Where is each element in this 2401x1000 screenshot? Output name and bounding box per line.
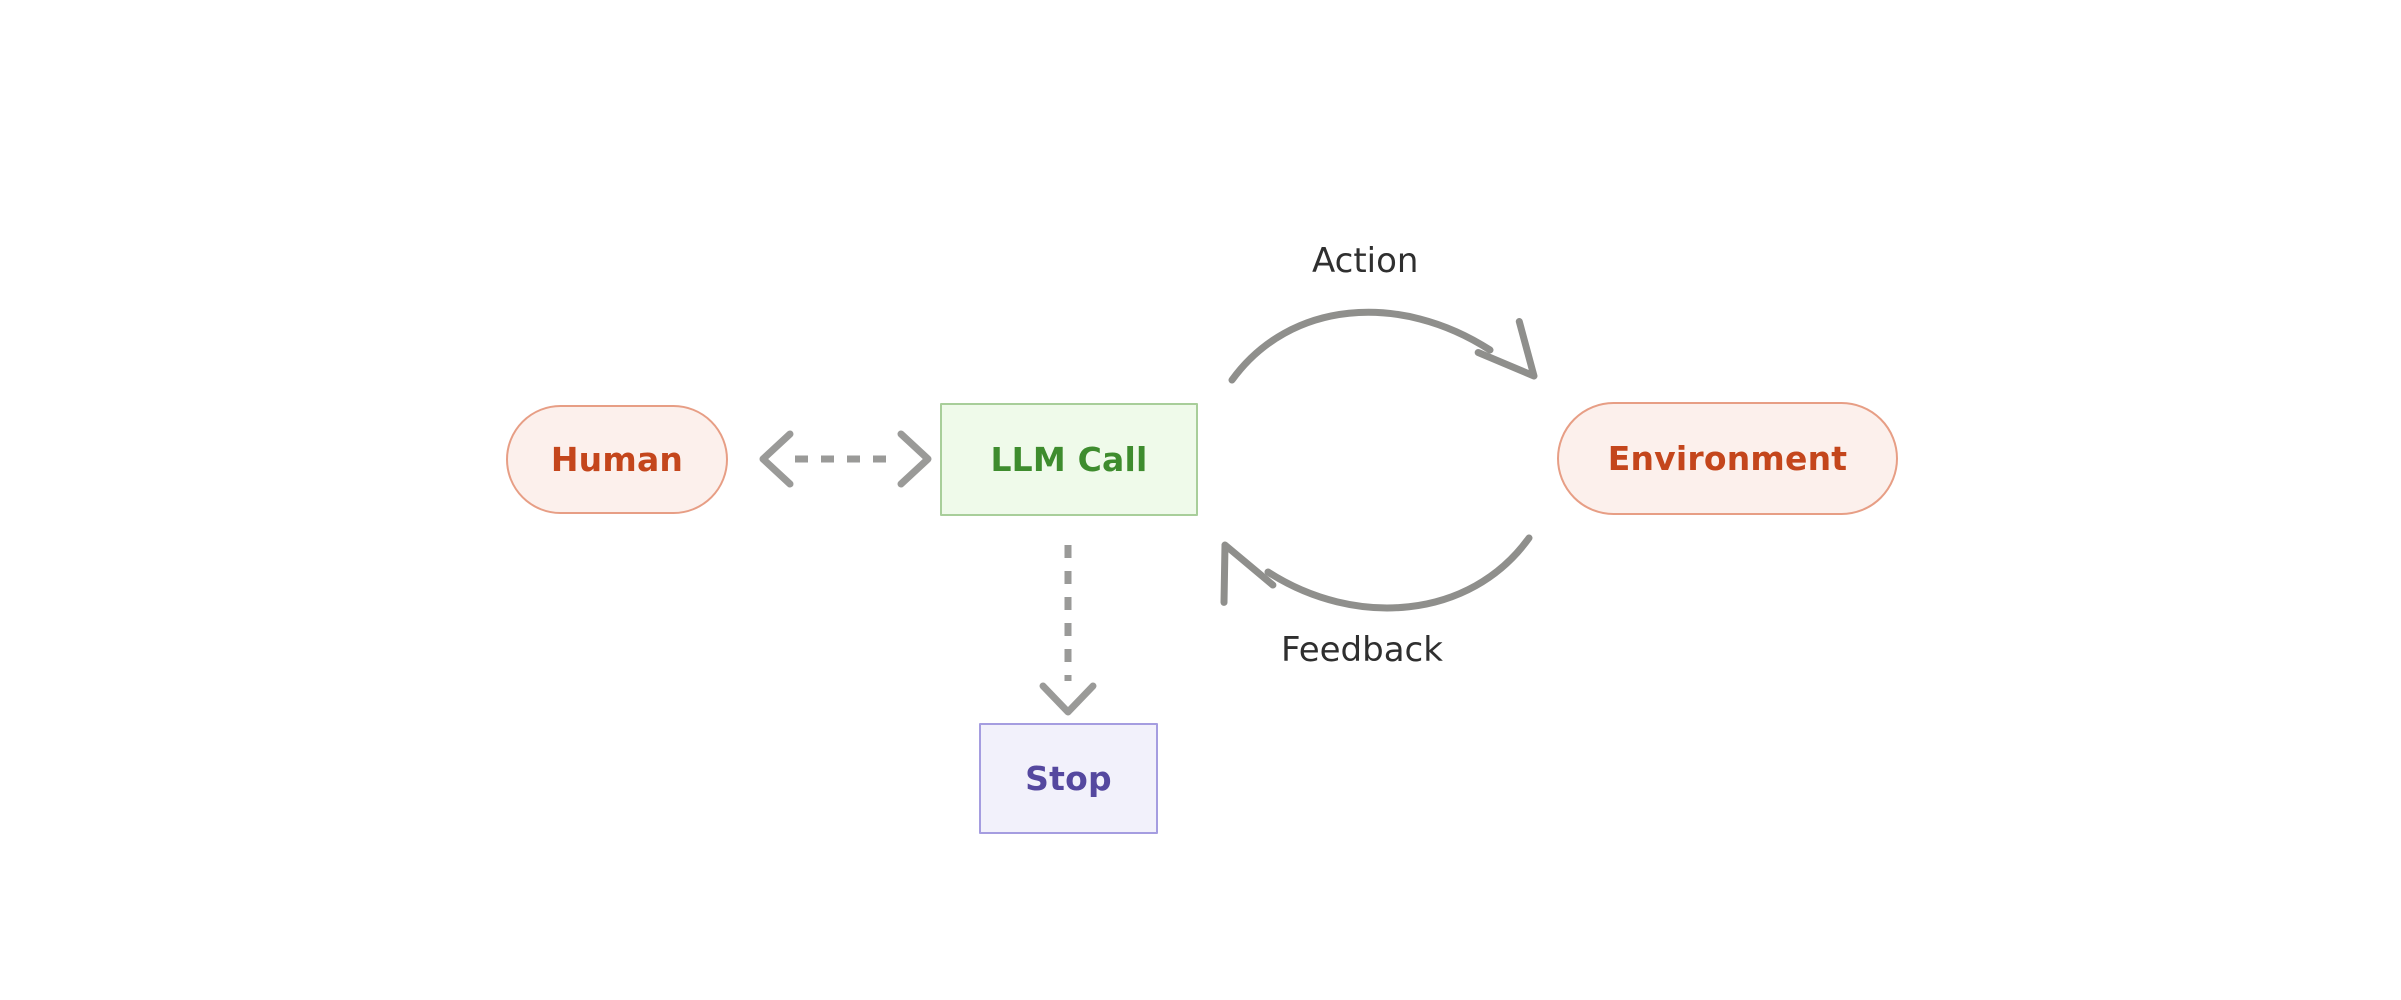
edge-feedback: [1220, 534, 1533, 612]
human-llm-left-arrowhead-icon: [759, 430, 794, 488]
feedback-arrowhead-icon: [1220, 541, 1277, 606]
edge-action: [1228, 308, 1538, 384]
node-llm-call[interactable]: LLM Call: [940, 403, 1198, 516]
node-environment-label: Environment: [1607, 439, 1848, 478]
edge-llm-stop: [1039, 545, 1097, 716]
feedback-arrow-path: [1264, 534, 1533, 612]
node-human[interactable]: Human: [506, 405, 728, 514]
action-arrowhead-icon: [1474, 318, 1538, 380]
node-stop-label: Stop: [1025, 759, 1112, 798]
edge-label-feedback: Feedback: [1281, 630, 1443, 670]
human-llm-right-arrowhead-icon: [897, 430, 932, 488]
llm-stop-arrowhead-icon: [1039, 682, 1097, 716]
action-arrow-path: [1228, 308, 1494, 384]
node-human-label: Human: [550, 440, 684, 479]
node-stop[interactable]: Stop: [979, 723, 1158, 834]
node-llm-call-label: LLM Call: [990, 440, 1148, 479]
edge-human-llm: [759, 430, 932, 488]
node-environment[interactable]: Environment: [1557, 402, 1898, 515]
edge-label-action: Action: [1312, 241, 1419, 281]
